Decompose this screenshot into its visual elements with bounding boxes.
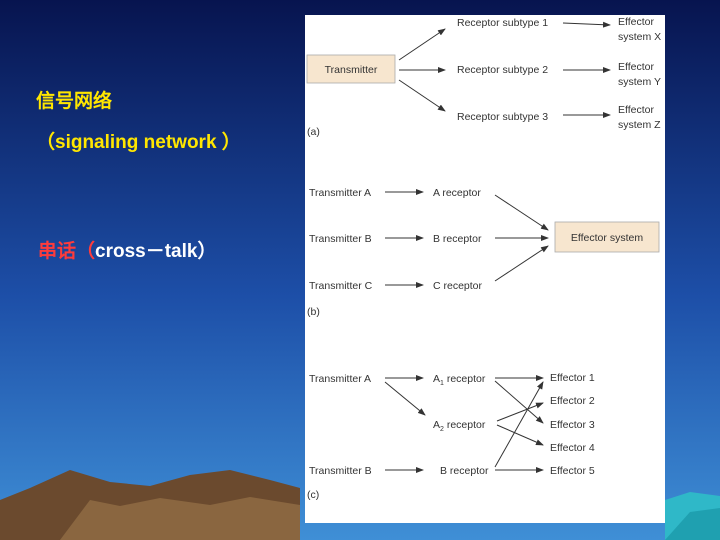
- slide-subheading: （signaling network ）: [36, 132, 241, 153]
- transmitter-b-b: Transmitter B: [309, 233, 372, 245]
- effector-5: Effector 5: [550, 465, 595, 477]
- effector-system-label: Effector system: [571, 232, 643, 244]
- effector-1: Effector 1: [550, 372, 595, 384]
- effector-system-box: [554, 221, 660, 253]
- effector-z-line2: system Z: [618, 119, 661, 131]
- crosstalk-english: cross－talk: [95, 241, 198, 262]
- receptor-subtype-1: Receptor subtype 1: [457, 17, 548, 29]
- effector-4: Effector 4: [550, 442, 595, 454]
- effector-3: Effector 3: [550, 419, 595, 431]
- receptor-subtype-3: Receptor subtype 3: [457, 111, 548, 123]
- effector-z-line1: Effector: [618, 104, 654, 116]
- transmitter-c-b: Transmitter C: [309, 280, 373, 292]
- transmitter-label: Transmitter: [325, 64, 378, 76]
- crosstalk-heading: 串话（cross－talk）: [38, 236, 216, 263]
- c-receptor: C receptor: [433, 280, 483, 292]
- panel-c-label: (c): [307, 489, 319, 501]
- transmitter-box: [306, 54, 396, 84]
- transmitter-a-b: Transmitter A: [309, 187, 371, 199]
- crosstalk-chinese: 串话（: [38, 240, 96, 262]
- signaling-figure: Transmitter Receptor subtype 1 Receptor …: [306, 16, 661, 501]
- panel-a-label: (a): [307, 126, 320, 138]
- effector-x-line2: system X: [618, 31, 661, 43]
- b-receptor: B receptor: [433, 233, 482, 245]
- crosstalk-close: ）: [197, 241, 217, 262]
- panel-a: Transmitter Receptor subtype 1 Receptor …: [306, 16, 661, 138]
- effector-2: Effector 2: [550, 395, 595, 407]
- effector-y-line1: Effector: [618, 61, 654, 73]
- figure-panel: [305, 15, 665, 523]
- panel-c: Transmitter A Transmitter B A1 receptor …: [307, 372, 595, 501]
- effector-x-line1: Effector: [618, 16, 654, 28]
- receptor-subtype-2: Receptor subtype 2: [457, 64, 548, 76]
- transmitter-a-c: Transmitter A: [309, 373, 371, 385]
- effector-y-line2: system Y: [618, 76, 661, 88]
- panel-b-label: (b): [307, 306, 320, 318]
- panel-b: Transmitter A Transmitter B Transmitter …: [307, 187, 660, 318]
- a1-receptor: A1 receptor: [433, 373, 486, 387]
- transmitter-b-c: Transmitter B: [309, 465, 372, 477]
- b-receptor-c: B receptor: [440, 465, 489, 477]
- slide-heading: 信号网络: [36, 90, 113, 112]
- a-receptor: A receptor: [433, 187, 481, 199]
- a2-receptor: A2 receptor: [433, 419, 486, 433]
